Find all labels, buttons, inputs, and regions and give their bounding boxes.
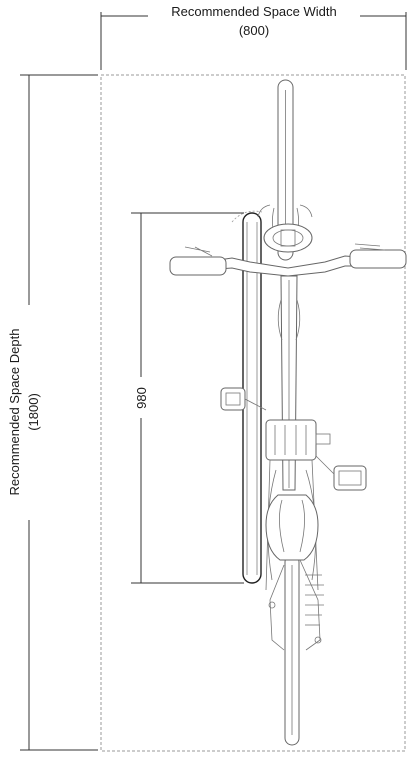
depth-value: (1800) xyxy=(26,393,41,431)
left-pedal xyxy=(220,387,246,411)
depth-dimension: Recommended Space Depth (1800) xyxy=(7,74,98,751)
depth-label: Recommended Space Depth xyxy=(7,329,22,496)
width-value: (800) xyxy=(239,23,269,38)
rack-length-label: 980 xyxy=(134,387,149,409)
left-grip xyxy=(169,256,227,276)
right-grip xyxy=(349,249,407,269)
saddle xyxy=(265,494,319,561)
width-dimension: Recommended Space Width (800) xyxy=(100,4,407,70)
chainring xyxy=(265,419,317,461)
recommended-space-outline xyxy=(100,74,406,752)
width-label: Recommended Space Width xyxy=(171,4,336,19)
bicycle-top-view-icon xyxy=(169,79,407,746)
headset xyxy=(263,223,313,253)
rack-dimension: 980 xyxy=(131,212,244,584)
right-pedal xyxy=(333,465,367,491)
